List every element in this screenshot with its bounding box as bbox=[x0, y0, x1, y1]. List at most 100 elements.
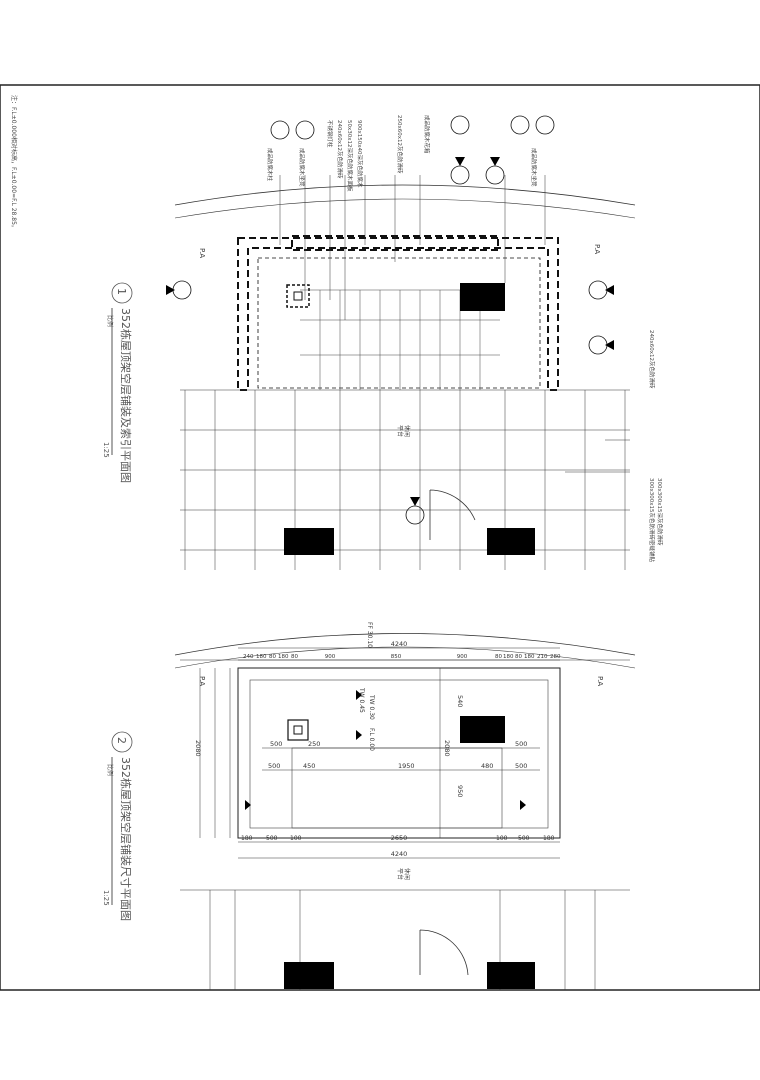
dim-text: 500 bbox=[515, 740, 527, 748]
area-label: 平台 bbox=[396, 868, 404, 880]
plan-1: 成品防腐木柱 成品防腐木坐凳 不锈钢灯柱 240x60x12灰色防滑砖 50x3… bbox=[102, 115, 664, 570]
paving-grid bbox=[180, 889, 630, 990]
dim-text: 100 bbox=[496, 835, 508, 842]
leader-label: 50x30x12深灰色防腐木面板 bbox=[346, 120, 354, 192]
margin-note: 注：F.L±0.000相对标高，F.L±0.00=F.L 28.85。 bbox=[10, 95, 18, 231]
area-label: 休闲 bbox=[403, 425, 411, 437]
door-swing bbox=[429, 489, 476, 540]
dim-text: 240 bbox=[243, 654, 254, 660]
arc-line bbox=[174, 198, 636, 219]
leader-label: 240x60x12灰色防滑砖 bbox=[336, 120, 344, 179]
dim-text: 4240 bbox=[391, 640, 408, 648]
dimension-lines bbox=[180, 647, 630, 859]
dim-text: 210 bbox=[537, 654, 548, 660]
pillar-core bbox=[293, 291, 303, 301]
dim-text: 2080 bbox=[443, 740, 451, 757]
dim-text: 80 bbox=[291, 654, 298, 660]
plan-number: 2 bbox=[115, 737, 128, 744]
pillar-left bbox=[286, 284, 310, 308]
column-block-right bbox=[487, 528, 535, 555]
dim-text: 500 bbox=[515, 762, 527, 770]
dim-text: 180 bbox=[241, 835, 253, 842]
right-note-2: 300x300x15灰色防滑砖密缝铺贴 bbox=[648, 478, 656, 563]
pillar bbox=[287, 719, 309, 741]
plan-sub: 比例 bbox=[106, 315, 114, 327]
section-arrows bbox=[166, 157, 614, 506]
pa-left: P.A bbox=[198, 248, 206, 258]
arc-line bbox=[174, 184, 636, 206]
deck-area bbox=[291, 747, 503, 829]
level-text: TW 0.30 bbox=[368, 694, 375, 720]
plan-scale: 1:25 bbox=[102, 890, 110, 906]
column-block-right bbox=[487, 962, 535, 989]
arc-line bbox=[174, 646, 636, 669]
dim-text: 480 bbox=[481, 762, 493, 770]
dim-text: 1950 bbox=[398, 762, 415, 770]
door-swing bbox=[419, 929, 469, 976]
dim-text: 500 bbox=[270, 740, 282, 748]
plan-title: 352栋屋顶架空层铺装尺寸平面图 bbox=[119, 757, 133, 921]
dim-text: 180 bbox=[524, 654, 535, 660]
pillar-core bbox=[293, 725, 303, 735]
plan-number-circle bbox=[111, 282, 133, 304]
dim-text: 180 bbox=[503, 654, 514, 660]
plan-title: 352栋屋顶架空层铺装及索引平面图 bbox=[119, 308, 133, 483]
dim-text: 500 bbox=[266, 835, 278, 842]
dim-text: 2650 bbox=[391, 834, 408, 842]
dim-text: 180 bbox=[256, 654, 267, 660]
dim-text: 900 bbox=[457, 654, 468, 660]
inner-dashed bbox=[257, 257, 541, 389]
dim-text: 180 bbox=[543, 835, 555, 842]
platform-inner bbox=[249, 679, 549, 829]
dim-text: 80 bbox=[495, 654, 502, 660]
plan-number: 1 bbox=[115, 288, 128, 295]
bench-outline bbox=[237, 237, 559, 391]
plan-scale: 1:25 bbox=[102, 442, 110, 458]
dim-text: 80 bbox=[269, 654, 276, 660]
dim-text: 180 bbox=[278, 654, 289, 660]
dim-text: 540 bbox=[456, 695, 464, 707]
dim-text: 950 bbox=[456, 785, 464, 797]
level-text: F.L 0.00 bbox=[368, 728, 375, 751]
dim-text: 500 bbox=[518, 835, 530, 842]
paving-grid bbox=[180, 389, 630, 570]
dim-text: 100 bbox=[290, 835, 302, 842]
level-markers bbox=[245, 690, 526, 810]
column-block-left bbox=[284, 528, 334, 555]
arc-line bbox=[174, 633, 636, 656]
column-block-left bbox=[284, 962, 334, 989]
pa-right: P.A bbox=[596, 676, 604, 686]
leader-label: 250x60x12灰色防滑砖 bbox=[396, 115, 404, 174]
dim-text: 250 bbox=[308, 740, 320, 748]
dim-text: 280 bbox=[550, 654, 561, 660]
plan-number-circle bbox=[111, 731, 133, 753]
dim-text: 900 bbox=[325, 654, 336, 660]
platform-outline bbox=[237, 667, 561, 839]
sheet-frame bbox=[0, 84, 760, 991]
leader-label: 900x150x40深灰色防腐木 bbox=[356, 120, 364, 188]
dim-text: 2080 bbox=[194, 740, 202, 757]
top-tag: FF 30.10 bbox=[366, 622, 373, 648]
dim-text: 500 bbox=[268, 762, 280, 770]
dim-text: 80 bbox=[515, 654, 522, 660]
right-note-1: 240x60x12灰色防滑砖 bbox=[648, 330, 656, 389]
right-note-3: 300x300x15深灰色防滑砖 bbox=[656, 478, 664, 546]
leader-label: 不锈钢灯柱 bbox=[326, 120, 334, 148]
dim-text: 4240 bbox=[391, 850, 408, 858]
planter-block bbox=[460, 283, 505, 311]
leader-label: 成品防腐木花箱 bbox=[423, 115, 431, 154]
planter-block bbox=[460, 716, 505, 743]
leader-label: 成品防腐木柱 bbox=[266, 148, 274, 182]
leader-label: 成品防腐木坐凳 bbox=[298, 148, 306, 187]
pa-left: P.A bbox=[198, 676, 206, 686]
leader-lines bbox=[279, 175, 630, 473]
plan-2: 4240 240 180 80 180 80 900 850 900 80 18… bbox=[102, 622, 636, 990]
dim-text: 450 bbox=[303, 762, 315, 770]
plan-sub: 比例 bbox=[106, 764, 114, 776]
level-text: TW 0.45 bbox=[358, 687, 365, 713]
dim-text: 850 bbox=[391, 654, 402, 660]
area-label: 休闲 bbox=[403, 868, 411, 880]
pa-right: P.A bbox=[593, 244, 601, 254]
